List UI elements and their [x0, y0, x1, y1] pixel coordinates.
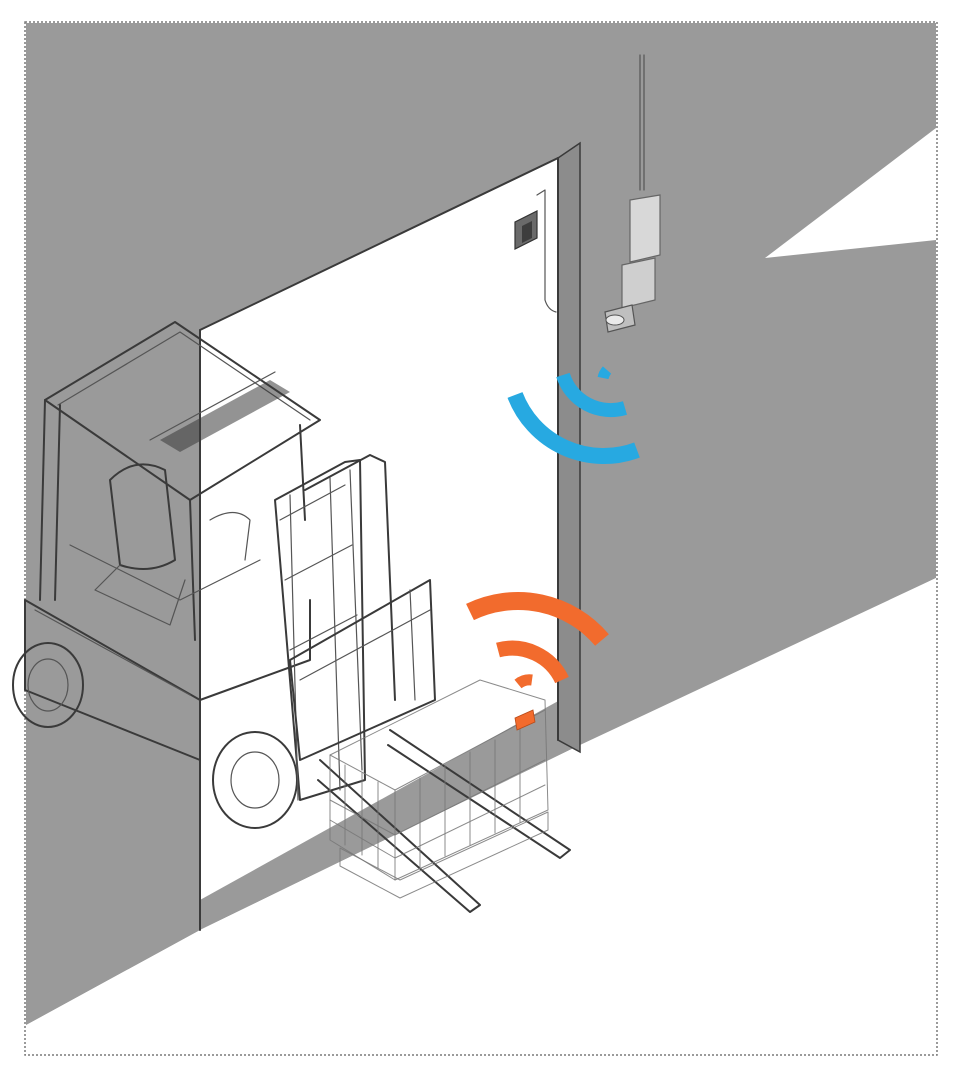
callout-pointer [765, 128, 936, 258]
rfid-tag-icon [514, 709, 536, 731]
wifi-signal-orange-icon [466, 592, 609, 689]
wall-left-block [26, 23, 200, 1025]
ceiling-rfid-reader-icon [604, 54, 661, 333]
forklift-icon [12, 321, 571, 913]
pallet-cage-icon [329, 679, 549, 899]
wifi-signal-blue-icon [507, 366, 640, 464]
wall-mounted-antenna-icon [514, 189, 557, 313]
